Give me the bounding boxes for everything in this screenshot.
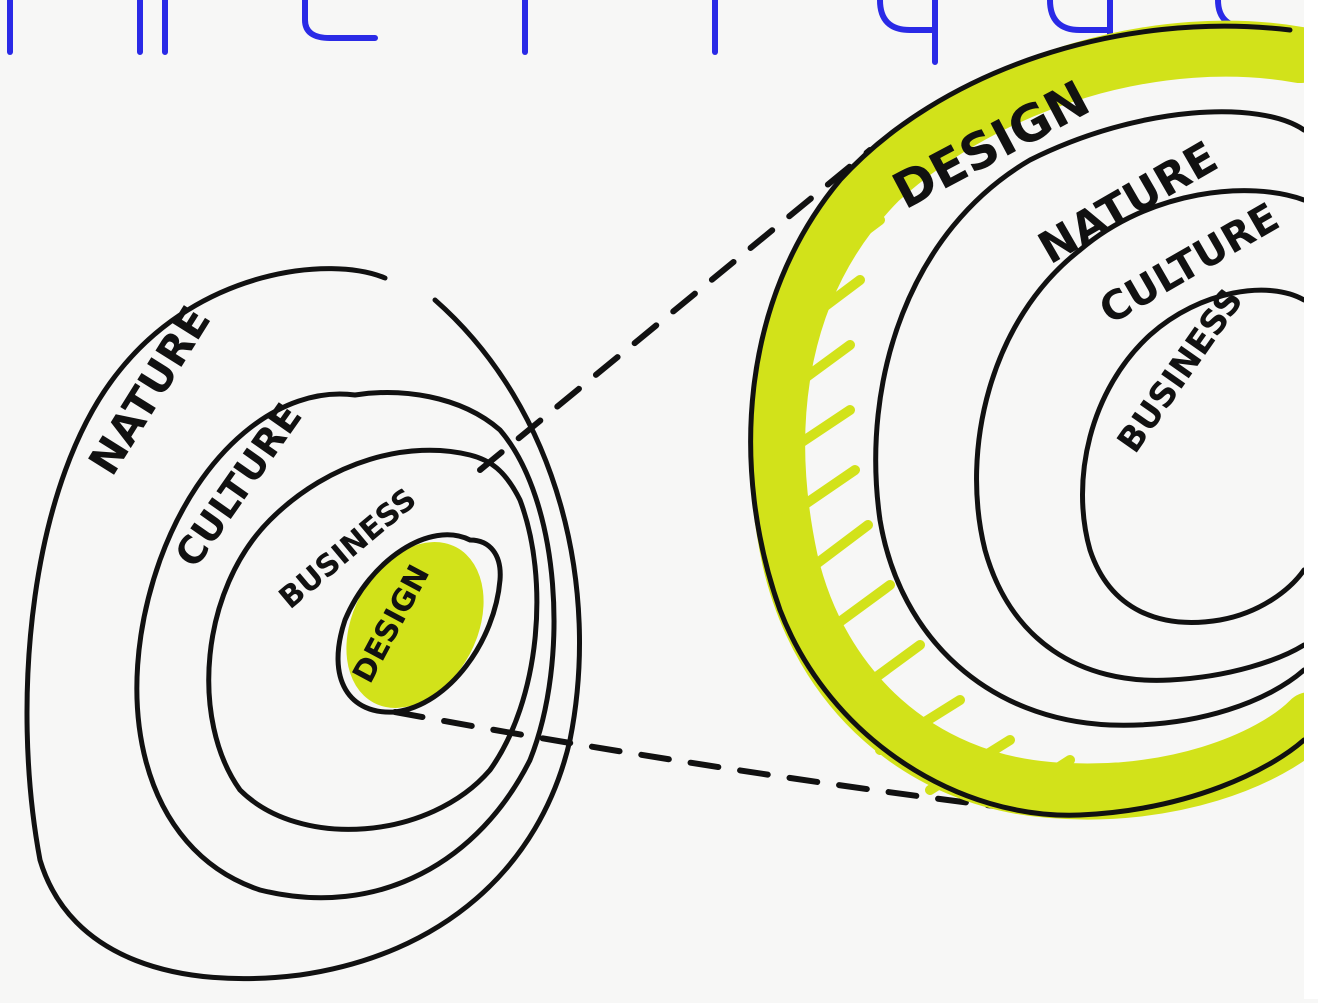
page-edge [1304,0,1318,999]
right-diagram: DESIGN NATURE CULTURE BUSINESS [751,26,1310,815]
zoom-connectors [395,150,1070,815]
left-label-nature: NATURE [79,298,220,484]
left-ring-nature [27,269,580,979]
left-label-culture: CULTURE [166,395,310,575]
left-diagram: NATURE CULTURE BUSINESS DESIGN [27,269,580,979]
